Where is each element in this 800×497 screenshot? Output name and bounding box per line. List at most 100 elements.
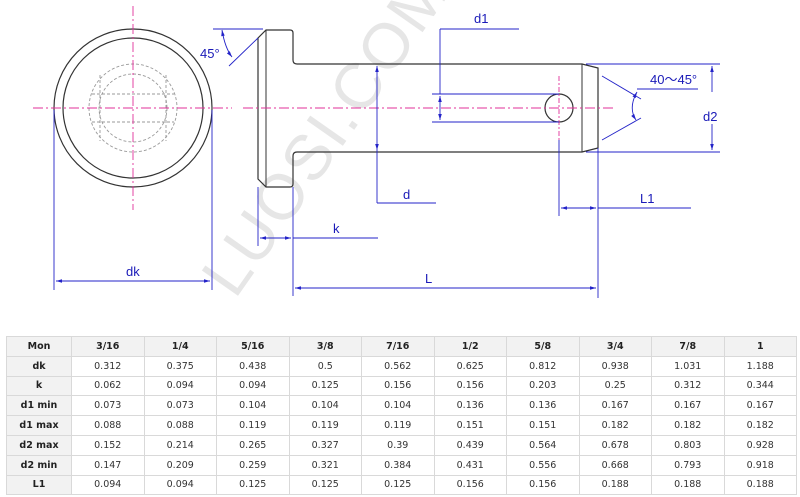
table-cell: 0.182 [651,415,725,436]
table-cell: 0.125 [288,474,362,496]
table-cell: 0.151 [506,415,580,436]
d-dimension: d [375,66,436,204]
table-row: dk 0.312 0.375 0.438 0.5 0.562 0.625 0.8… [6,355,797,377]
table-cell: 0.182 [723,415,797,436]
table-cell: 0.104 [288,395,362,417]
row-label: d1 max [6,415,72,436]
table-cell: 0.25 [578,375,652,397]
header-cell: 3/4 [578,336,652,357]
table-cell: 0.156 [433,375,507,397]
table-cell: 0.918 [723,454,797,476]
head-chamfer-angle-label: 45° [200,46,220,61]
table-cell: 0.625 [433,355,507,377]
table-cell: 0.803 [651,434,725,456]
table-cell: 0.39 [361,434,435,456]
table-cell: 0.203 [506,375,580,397]
table-cell: 0.167 [723,395,797,417]
table-cell: 0.088 [71,415,145,436]
L-label: L [425,271,432,286]
table-cell: 0.5 [288,355,362,377]
dimension-spec-table: Mon 3/16 1/4 5/16 3/8 7/16 1/2 5/8 3/4 7… [6,336,797,496]
table-row: k 0.062 0.094 0.094 0.125 0.156 0.156 0.… [6,375,797,397]
table-cell: 0.062 [71,375,145,397]
table-cell: 0.094 [143,474,217,496]
table-cell: 0.384 [361,454,435,476]
L1-label: L1 [640,191,654,206]
table-row: d1 max 0.088 0.088 0.119 0.119 0.119 0.1… [6,415,797,436]
table-cell: 0.136 [433,395,507,417]
L-dimension: L [295,271,596,290]
table-cell: 0.188 [578,474,652,496]
table-cell: 0.156 [433,474,507,496]
d1-label: d1 [474,11,488,26]
d2-label: d2 [703,109,717,124]
header-cell: 1/4 [143,336,217,357]
row-label: d2 min [6,454,72,476]
table-cell: 1.031 [651,355,725,377]
table-cell: 0.119 [361,415,435,436]
header-cell: 7/8 [651,336,725,357]
table-cell: 0.556 [506,454,580,476]
table-cell: 0.438 [216,355,290,377]
header-cell: 3/8 [288,336,362,357]
row-label: dk [6,355,72,377]
d-label: d [403,187,410,202]
table-cell: 0.812 [506,355,580,377]
table-cell: 0.431 [433,454,507,476]
table-cell: 0.312 [651,375,725,397]
table-cell: 0.119 [216,415,290,436]
d1-dimension: d1 [432,11,559,123]
table-cell: 0.104 [216,395,290,417]
table-cell: 0.104 [361,395,435,417]
k-label: k [333,221,340,236]
table-cell: 0.125 [361,474,435,496]
table-cell: 0.793 [651,454,725,476]
table-cell: 0.119 [288,415,362,436]
table-cell: 0.147 [71,454,145,476]
table-cell: 1.188 [723,355,797,377]
table-cell: 0.259 [216,454,290,476]
header-cell: 5/16 [216,336,290,357]
tip-chamfer-angle-label: 40～45° [650,72,697,87]
table-cell: 0.156 [506,474,580,496]
table-cell: 0.156 [361,375,435,397]
table-cell: 0.188 [723,474,797,496]
table-cell: 0.344 [723,375,797,397]
table-cell: 0.094 [71,474,145,496]
header-cell: 7/16 [361,336,435,357]
table-cell: 0.088 [143,415,217,436]
table-cell: 0.678 [578,434,652,456]
watermark: LUOSI.COM [187,0,462,308]
header-cell: 1/2 [433,336,507,357]
k-dimension: k [257,187,378,296]
table-header-row: Mon 3/16 1/4 5/16 3/8 7/16 1/2 5/8 3/4 7… [6,336,797,357]
table-cell: 0.094 [216,375,290,397]
table-cell: 0.209 [143,454,217,476]
table-cell: 0.151 [433,415,507,436]
table-cell: 0.312 [71,355,145,377]
table-cell: 0.182 [578,415,652,436]
table-cell: 0.321 [288,454,362,476]
table-cell: 0.188 [651,474,725,496]
table-cell: 0.928 [723,434,797,456]
table-cell: 0.214 [143,434,217,456]
table-cell: 0.125 [216,474,290,496]
dk-dimension: dk [53,110,213,290]
table-cell: 0.152 [71,434,145,456]
head-chamfer-angle: 45° [200,28,263,67]
table-cell: 0.938 [578,355,652,377]
header-cell: 3/16 [71,336,145,357]
table-cell: 0.136 [506,395,580,417]
table-row: d1 min 0.073 0.073 0.104 0.104 0.104 0.1… [6,395,797,417]
d2-dimension: d2 [586,63,720,153]
table-cell: 0.439 [433,434,507,456]
table-cell: 0.562 [361,355,435,377]
dk-label: dk [126,264,140,279]
table-cell: 0.327 [288,434,362,456]
tip-chamfer-angle: 40～45° [601,72,698,141]
row-label: d1 min [6,395,72,417]
table-cell: 0.073 [71,395,145,417]
table-row: L1 0.094 0.094 0.125 0.125 0.125 0.156 0… [6,474,797,496]
row-label: k [6,375,72,397]
head-end-view [33,6,232,210]
